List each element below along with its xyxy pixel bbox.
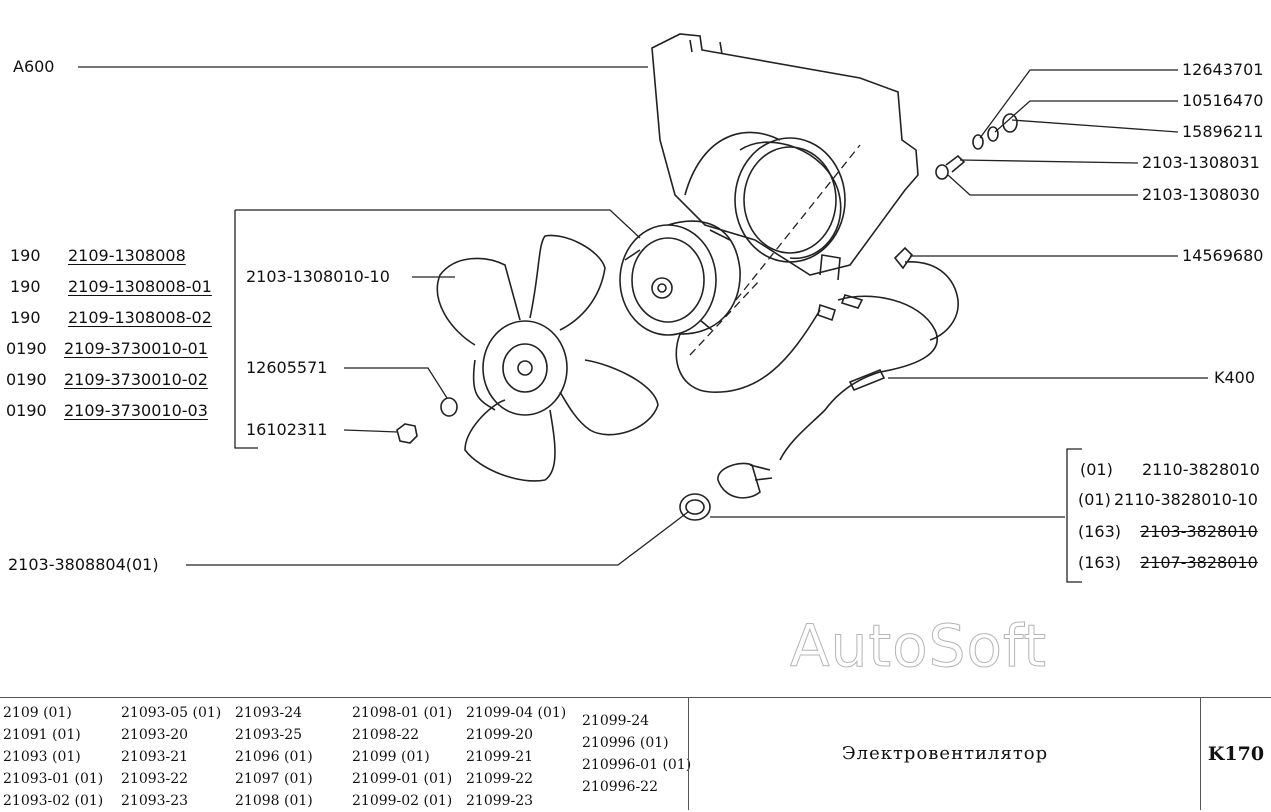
callout-12643701: 12643701 [1182,60,1264,79]
model-column: 21093-24 21093-25 21096 (01) 21097 (01) … [235,702,313,812]
model-item: 21091 (01) [3,727,81,743]
callout-10516470: 10516470 [1182,91,1264,110]
model-column: 2109 (01) 21091 (01) 21093 (01) 21093-01… [3,702,103,812]
callout-2103-1308031: 2103-1308031 [1142,153,1260,172]
model-item: 21093-22 [121,771,189,787]
fan-group-part: 2109-1308008-02 [68,308,212,327]
fan-group-qty: 190 [10,246,41,265]
fan-group-part: 2109-3730010-03 [64,401,208,420]
callout-12605571: 12605571 [246,358,328,377]
model-item: 21099-20 [466,727,534,743]
model-item: 210996 (01) [582,735,669,751]
model-item: 21093-01 (01) [3,771,104,787]
fan-group-qty: 0190 [6,401,47,420]
callout-2103-1308030: 2103-1308030 [1142,185,1260,204]
model-column: 21099-24 210996 (01) 210996-01 (01) 2109… [582,710,691,798]
model-item: 21093-21 [121,749,189,765]
fan-group-part: 2109-1308008-01 [68,277,212,296]
model-column: 21093-05 (01) 21093-20 21093-21 21093-22… [121,702,221,812]
switch-group-part: 2110-3828010 [1142,460,1260,479]
watermark: AutoSoft [789,612,1048,681]
model-item: 21093-02 (01) [3,793,104,809]
model-item: 21099-04 (01) [466,705,567,721]
switch-group-code: (01) [1080,460,1113,479]
divider [1200,698,1201,810]
fan-group-qty: 190 [10,277,41,296]
model-item: 21099-02 (01) [352,793,453,809]
callout-a600: A600 [13,57,55,76]
fan-group-part: 2109-1308008 [68,246,186,265]
sheet-code: K170 [1207,743,1265,765]
callout-14569680: 14569680 [1182,246,1264,265]
title-block: 2109 (01) 21091 (01) 21093 (01) 21093-01… [0,697,1271,810]
switch-group-part: 2103-3828010 [1140,522,1258,541]
model-item: 21093-05 (01) [121,705,222,721]
fan-group-part: 2109-3730010-02 [64,370,208,389]
model-column: 21098-01 (01) 21098-22 21099 (01) 21099-… [352,702,452,812]
fan-shroud [651,33,919,276]
model-item: 21093-24 [235,705,303,721]
switch-group-code: (163) [1078,522,1122,541]
model-item: 21098 (01) [235,793,313,809]
divider [688,698,689,810]
model-item: 21098-01 (01) [352,705,453,721]
page-title: Электровентилятор [841,743,1049,764]
fan-group-qty: 0190 [6,339,47,358]
model-item: 21097 (01) [235,771,313,787]
fan-group-qty: 0190 [6,370,47,389]
callout-16102311: 16102311 [246,420,328,439]
model-list: 2109 (01) 21091 (01) 21093 (01) 21093-01… [0,698,691,812]
model-item: 21099-01 (01) [352,771,453,787]
callout-15896211: 15896211 [1182,122,1264,141]
callout-motor: 2103-1308010-10 [246,267,390,286]
fan-group-qty: 190 [10,308,41,327]
model-item: 2109 (01) [3,705,72,721]
exploded-view-drawing [78,33,1208,583]
switch-group-part: 2110-3828010-10 [1114,490,1258,509]
model-item: 21093 (01) [3,749,81,765]
fan-impeller [436,234,659,482]
callout-seal: 2103-3808804(01) [8,555,159,574]
model-item: 210996-22 [582,779,658,795]
model-item: 21093-23 [121,793,189,809]
model-item: 21098-22 [352,727,420,743]
model-item: 21099-23 [466,793,534,809]
model-item: 21099 (01) [352,749,430,765]
switch-group-code: (163) [1078,553,1122,572]
model-item: 21099-21 [466,749,534,765]
fan-group-part: 2109-3730010-01 [64,339,208,358]
model-column: 21099-04 (01) 21099-20 21099-21 21099-22… [466,702,566,812]
switch-group-code: (01) [1078,490,1111,509]
model-item: 21096 (01) [235,749,313,765]
callout-k400: K400 [1214,368,1256,387]
model-item: 21093-20 [121,727,189,743]
model-item: 21093-25 [235,727,303,743]
switch-group-part: 2107-3828010 [1140,553,1258,572]
model-item: 21099-24 [582,713,650,729]
model-item: 210996-01 (01) [582,757,692,773]
model-item: 21099-22 [466,771,534,787]
